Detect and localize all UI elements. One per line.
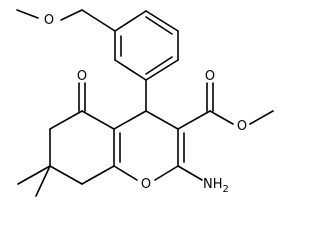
molecule-structure: O O O O O NH2 <box>16 9 274 197</box>
phenyl-ring <box>81 9 179 81</box>
ester-carbonyl-oxygen-label: O <box>205 69 215 84</box>
amino-group-label: NH2 <box>203 177 229 195</box>
amino-nh: NH <box>203 177 223 192</box>
ester-oxygen-label: O <box>237 119 247 134</box>
gem-dimethyl <box>17 165 51 197</box>
methoxy-group <box>16 9 83 21</box>
amino-subscript: 2 <box>223 184 229 195</box>
methoxy-oxygen-label: O <box>44 13 54 28</box>
pyran-ring <box>113 110 185 181</box>
ketone-bond <box>78 82 86 112</box>
amino-bond <box>177 165 203 181</box>
ring-oxygen-label: O <box>141 177 151 192</box>
cyclohexenone-ring <box>49 110 115 185</box>
ester-group <box>177 82 274 130</box>
ketone-oxygen-label: O <box>77 69 87 84</box>
